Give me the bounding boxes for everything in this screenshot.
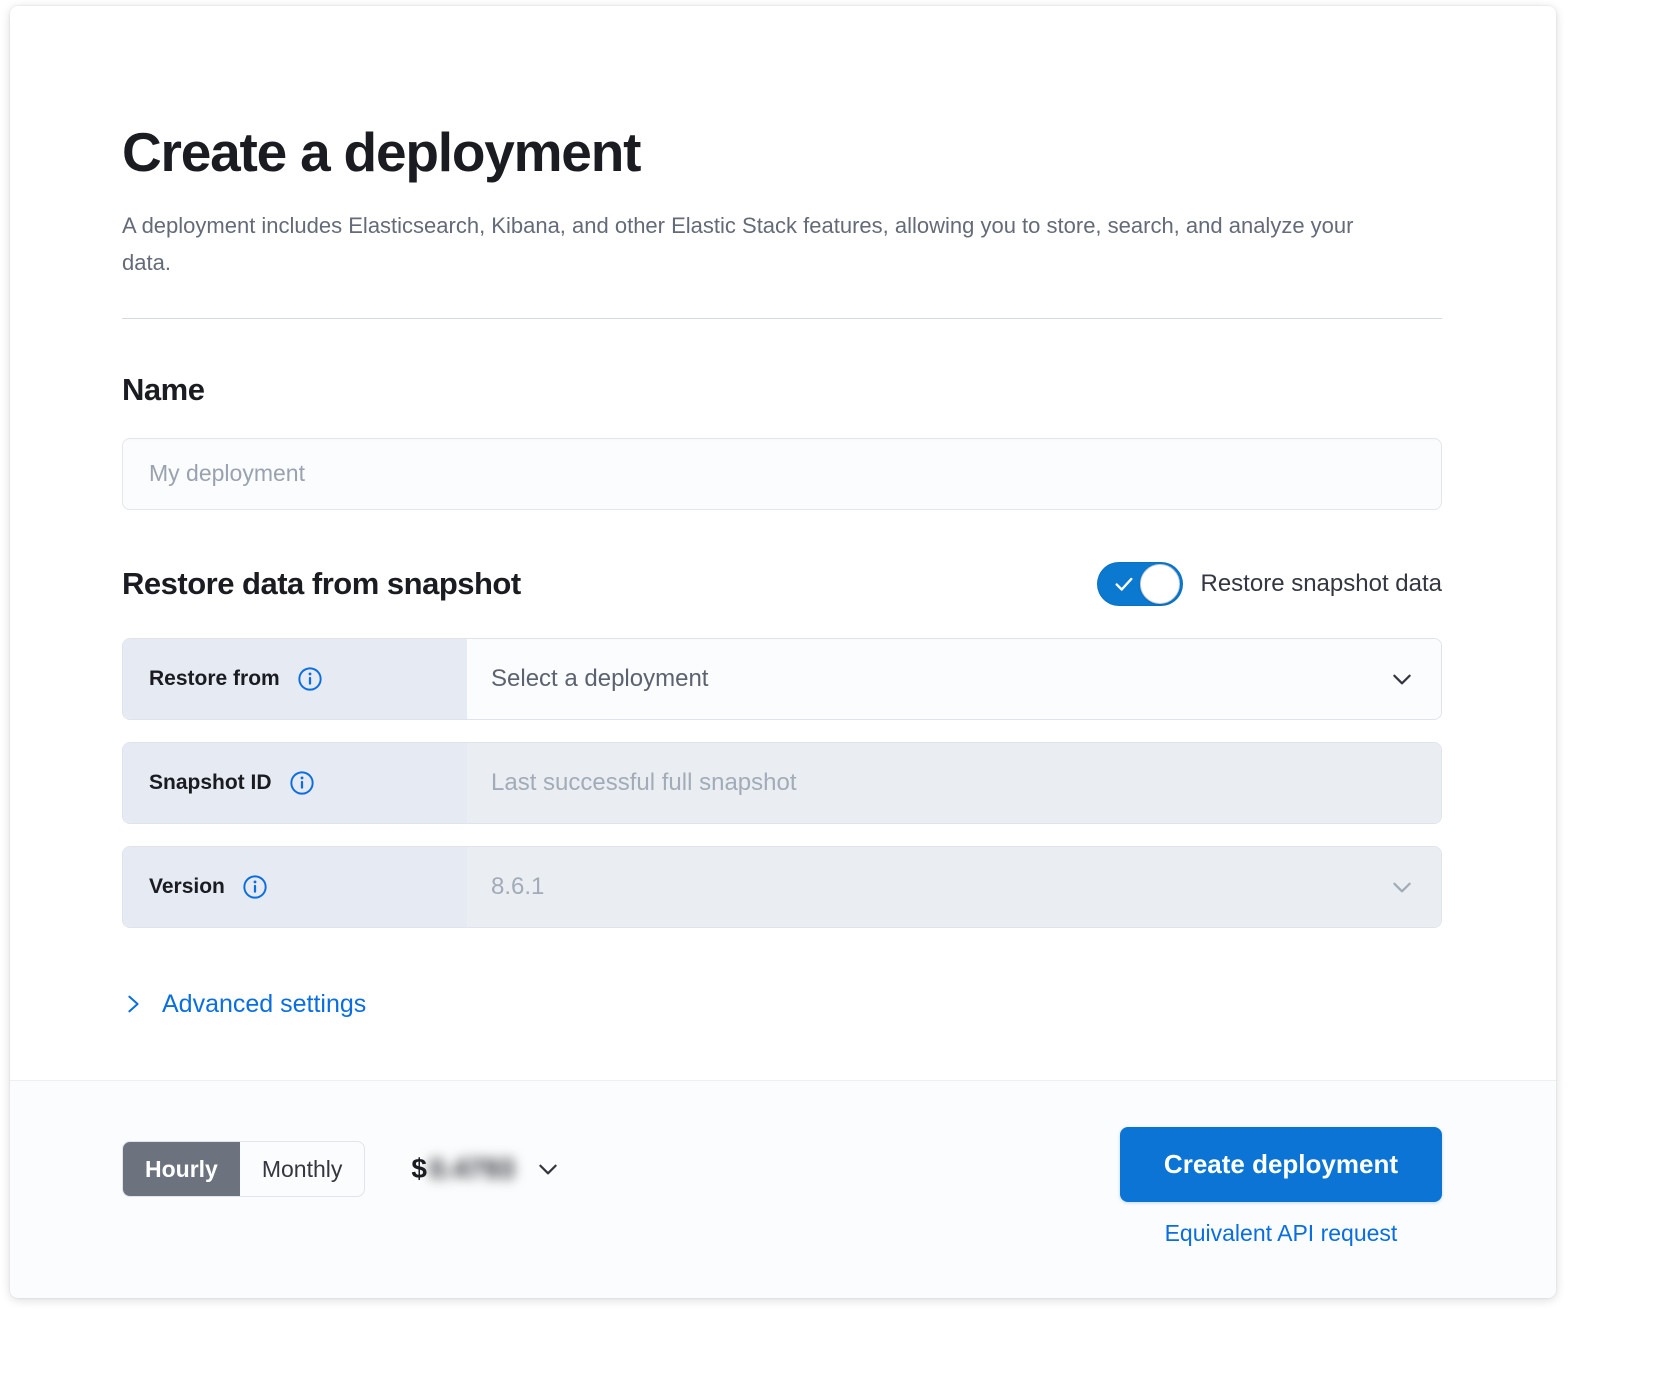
restore-from-select[interactable]: Select a deployment xyxy=(467,638,1441,719)
chevron-down-icon[interactable] xyxy=(535,1156,561,1182)
restore-snapshot-toggle-label: Restore snapshot data xyxy=(1200,569,1443,597)
advanced-settings-label: Advanced settings xyxy=(162,989,367,1018)
chevron-right-icon xyxy=(128,995,139,1013)
submit-controls: Create deployment Equivalent API request xyxy=(1119,1127,1442,1247)
equivalent-api-request-link[interactable]: Equivalent API request xyxy=(1164,1220,1398,1246)
version-label: Version xyxy=(149,874,225,898)
price-summary[interactable]: $0.4793 xyxy=(411,1153,560,1185)
billing-period-toggle[interactable]: Hourly Monthly xyxy=(122,1141,366,1197)
restore-from-row[interactable]: Restore from Select a deployment xyxy=(122,637,1442,720)
toggle-knob xyxy=(1139,563,1180,604)
snapshot-id-label: Snapshot ID xyxy=(149,770,272,794)
bottom-action-bar: Hourly Monthly $0.4793 Create deployment… xyxy=(10,1080,1556,1298)
restore-section-header: Restore data from snapshot Restore snaps… xyxy=(122,561,1443,606)
name-section-title: Name xyxy=(122,371,205,407)
deployment-name-placeholder: My deployment xyxy=(149,460,305,487)
snapshot-id-input: Last successful full snapshot xyxy=(467,742,1441,823)
restore-section-title: Restore data from snapshot xyxy=(122,565,521,601)
create-deployment-button[interactable]: Create deployment xyxy=(1119,1127,1442,1202)
info-icon[interactable] xyxy=(243,875,267,899)
version-value: 8.6.1 xyxy=(491,872,545,900)
advanced-settings-link[interactable]: Advanced settings xyxy=(122,990,366,1019)
restore-from-label-prepend: Restore from xyxy=(123,638,467,719)
info-icon[interactable] xyxy=(289,771,314,795)
create-deployment-panel: Create a deployment A deployment include… xyxy=(10,6,1556,1298)
version-row: Version 8.6.1 xyxy=(122,845,1442,928)
info-icon[interactable] xyxy=(298,667,322,691)
restore-from-value: Select a deployment xyxy=(491,664,709,692)
chevron-down-icon[interactable] xyxy=(1389,666,1415,692)
restore-snapshot-toggle-group[interactable]: Restore snapshot data xyxy=(1096,561,1443,606)
billing-option-hourly[interactable]: Hourly xyxy=(123,1142,240,1196)
price-currency: $ xyxy=(411,1153,427,1184)
header-divider xyxy=(122,317,1442,319)
version-label-prepend: Version xyxy=(123,846,467,927)
price-value: 0.4793 xyxy=(428,1153,515,1184)
snapshot-id-row: Snapshot ID Last successful full snapsho… xyxy=(122,741,1442,824)
chevron-down-icon xyxy=(1393,882,1411,893)
restore-from-label: Restore from xyxy=(149,666,280,690)
snapshot-id-value: Last successful full snapshot xyxy=(491,768,797,796)
form-content-area: Create a deployment A deployment include… xyxy=(10,6,1556,1080)
billing-option-monthly[interactable]: Monthly xyxy=(261,1155,343,1182)
check-icon xyxy=(1114,577,1133,591)
deployment-name-input[interactable]: My deployment xyxy=(122,437,1442,510)
price-display: $0.4793 xyxy=(411,1153,514,1185)
version-select: 8.6.1 xyxy=(467,846,1441,927)
page-title: Create a deployment xyxy=(122,121,641,183)
snapshot-id-label-prepend: Snapshot ID xyxy=(123,742,467,823)
restore-snapshot-toggle[interactable] xyxy=(1096,561,1183,606)
page-description: A deployment includes Elasticsearch, Kib… xyxy=(122,212,1354,275)
billing-controls: Hourly Monthly $0.4793 xyxy=(122,1127,561,1197)
